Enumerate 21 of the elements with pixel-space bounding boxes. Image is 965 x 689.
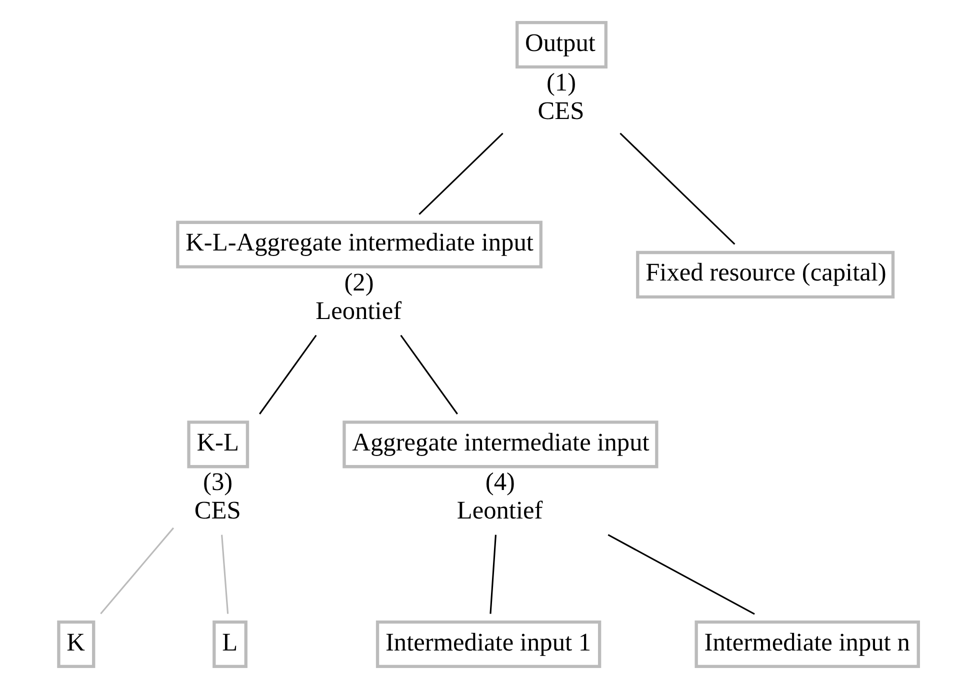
node-box: Output	[515, 20, 607, 69]
connector	[220, 534, 228, 614]
node-label: (1) CES	[537, 68, 584, 125]
node-box: Fixed resource (capital)	[636, 250, 894, 298]
node-box: Intermediate input 1	[375, 620, 601, 668]
node-box: K-L-Aggregate intermediate input	[176, 220, 542, 268]
node-box: Intermediate input n	[694, 620, 920, 668]
node-label: (4) Leontief	[456, 468, 542, 525]
node-box: K-L	[186, 420, 249, 468]
connector	[400, 334, 458, 414]
node-box: K	[56, 620, 95, 668]
node-box: L	[212, 620, 247, 668]
connector	[418, 132, 503, 215]
connector	[619, 132, 735, 245]
node-box: Aggregate intermediate input	[342, 420, 658, 468]
node-label: (2) Leontief	[315, 268, 402, 325]
connector	[607, 534, 754, 615]
connector	[100, 527, 174, 614]
node-label: (3) CES	[194, 468, 240, 525]
connector	[489, 534, 496, 614]
connector	[258, 334, 316, 414]
